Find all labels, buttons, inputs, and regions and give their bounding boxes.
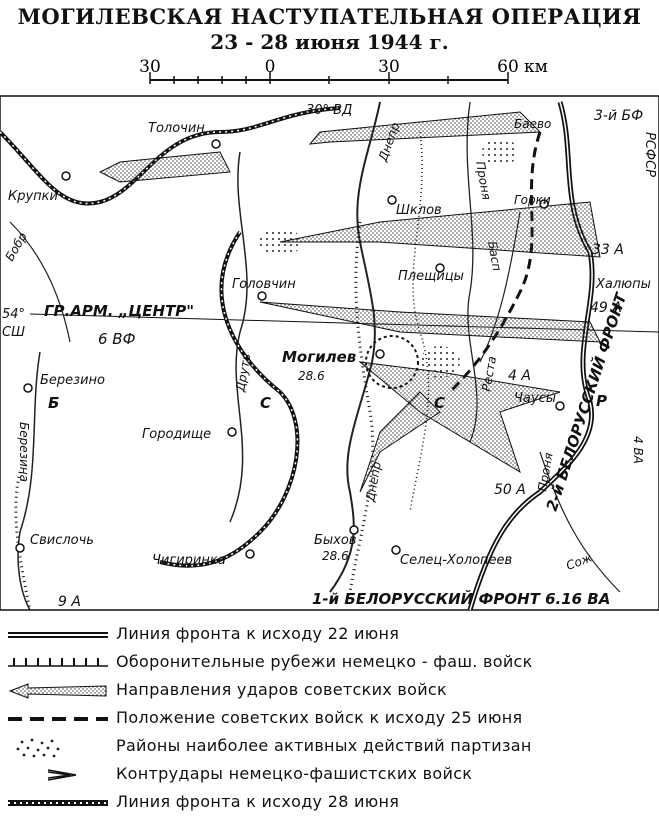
town-label: Горки [514, 193, 551, 207]
capture-date: 28.6 [322, 549, 349, 563]
river-label: Басп [485, 240, 504, 272]
town-label: Головчин [232, 277, 296, 292]
soviet-attack-arrow [359, 391, 441, 493]
legend-text: Оборонительные рубежи немецко - фаш. вой… [116, 652, 533, 671]
unit-label: Б [48, 394, 59, 412]
legend-text: Направления ударов советских войск [116, 680, 447, 699]
partisan-area [420, 346, 460, 378]
legend-item: Контрудары немецко-фашистских войск [0, 762, 659, 788]
german-counterattack-icon [47, 769, 77, 781]
legend-item: Линия фронта к исходу 28 июня [0, 790, 659, 816]
town-label: Чаусы [514, 391, 556, 406]
river-label: Друть [233, 353, 254, 394]
parallel-label: 54° [2, 307, 25, 322]
river-label: Проня [535, 452, 556, 493]
town-label: Крупки [8, 189, 58, 204]
unit-label: Р [596, 392, 607, 410]
unit-label: 49 А [590, 300, 622, 316]
soviet-attack-arrow [279, 201, 601, 258]
legend-item: Линия фронта к исходу 22 июня [0, 622, 659, 648]
scale-tick-label: 30 [139, 57, 161, 77]
town-label: Шклов [396, 203, 442, 218]
soviet-position-25-june [448, 131, 542, 394]
river-label: Сож [564, 551, 594, 573]
town-label: Свислочь [30, 533, 94, 548]
river-label: Днепр [363, 460, 384, 503]
unit-label: 9 А [58, 594, 81, 610]
legend-item: Оборонительные рубежи немецко - фаш. вой… [0, 650, 659, 676]
legend-text: Положение советских войск к исходу 25 ию… [116, 708, 523, 727]
soviet-attack-arrow [98, 151, 231, 183]
legend-item: Положение советских войск к исходу 25 ию… [0, 706, 659, 732]
legend-text: Районы наиболее активных действий партиз… [116, 736, 532, 755]
front-line-28-june-icon [8, 800, 108, 806]
bobr-river [9, 221, 71, 343]
soviet-attack-arrow [308, 111, 542, 145]
scale-tick-label: 60 [497, 57, 519, 77]
map-frame [0, 95, 659, 611]
river-label: Проня [473, 160, 494, 201]
unit-label: 6 ВФ [98, 330, 136, 348]
partisan-areas-icon [16, 738, 60, 758]
town-label: Плещицы [398, 269, 464, 284]
german-defense-line [409, 131, 430, 513]
legend-item: Направления ударов советских войск [0, 678, 659, 704]
army-group-center-label: ГР.АРМ. „ЦЕНТР" [44, 302, 194, 320]
soviet-position-25-june-icon [8, 717, 108, 721]
soviet-attack-arrow [259, 301, 601, 343]
partisan-area [258, 228, 302, 256]
legend-text: Линия фронта к исходу 28 июня [116, 792, 400, 811]
sozh-river [539, 451, 621, 593]
unit-label: 4 ВА [631, 436, 645, 464]
scale-bar: 30 0 30 60 км [139, 57, 548, 84]
berezina-river [17, 351, 41, 611]
partisan-area [482, 138, 518, 166]
town-label: Чигиринка [152, 553, 226, 568]
town-label-mogilev: Могилев [282, 348, 356, 366]
river-label: Березина [17, 422, 31, 482]
town-label: Селец-Холопеев [400, 553, 512, 568]
scale-tick-label: 30 [378, 57, 400, 77]
town-label: Березино [40, 373, 105, 388]
unit-label: РСФСР [642, 132, 657, 177]
legend: Линия фронта к исходу 22 июня Оборонител… [0, 618, 659, 827]
town-label: Городище [142, 427, 211, 442]
legend-item: Районы наиболее активных действий партиз… [0, 734, 659, 760]
map-title: МОГИЛЕВСКАЯ НАСТУПАТЕЛЬНАЯ ОПЕРАЦИЯ [17, 4, 642, 29]
drut-river [229, 151, 248, 523]
capture-date: 28.6 [298, 369, 325, 383]
map-subtitle: 23 - 28 июня 1944 г. [210, 30, 449, 54]
town-label: Толочин [148, 121, 205, 136]
dnieper-river [329, 101, 381, 593]
unit-label: 4 А [508, 368, 531, 384]
german-defense-lines-icon [8, 658, 108, 667]
unit-label: С [260, 394, 271, 412]
unit-label: С [434, 394, 445, 412]
unit-label: 30° ВД [306, 103, 352, 118]
parallel-label: СШ [2, 325, 25, 340]
front-line-22-june-icon [8, 632, 108, 638]
first-belorussian-front-label: 1-й БЕЛОРУССКИЙ ФРОНТ 6.16 ВА [312, 589, 610, 608]
soviet-attack-arrow-icon [8, 683, 107, 699]
legend-text: Линия фронта к исходу 22 июня [116, 624, 400, 643]
unit-label: 3-й БФ [594, 108, 643, 124]
town-label: Быхов [314, 533, 357, 548]
river-label: Бобр [2, 230, 30, 264]
legend-text: Контрудары немецко-фашистских войск [116, 764, 473, 783]
operation-map: Толочин Крупки Шклов Головчин Плещицы Мо… [0, 95, 659, 611]
unit-label: 33 А [592, 242, 624, 258]
scale-unit: км [524, 57, 548, 77]
scale-tick-label: 0 [265, 57, 276, 77]
mogilev-encirclement [365, 335, 419, 389]
unit-label: 50 А [494, 482, 526, 498]
river-label: Реста [479, 355, 499, 392]
town-label: Халюпы [595, 277, 651, 292]
town-label: Баево [514, 117, 551, 131]
